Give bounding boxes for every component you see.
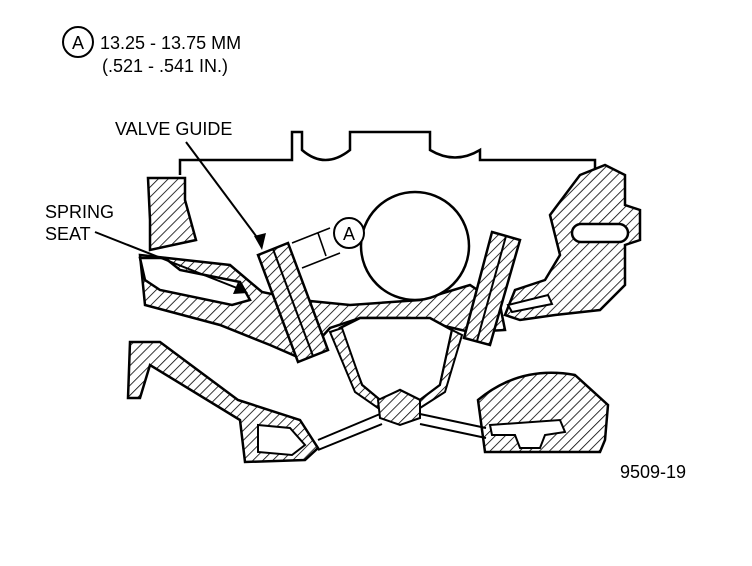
dimension-extension-top bbox=[291, 227, 331, 244]
legend-spec-in: (.521 - .541 IN.) bbox=[102, 56, 228, 76]
legend-marker-circle bbox=[62, 26, 94, 58]
web-junction bbox=[376, 388, 421, 427]
left-rail-upper bbox=[317, 413, 381, 441]
right-rail-lower bbox=[419, 423, 487, 439]
lower-casting bbox=[126, 340, 610, 464]
legend: A 13.25 - 13.75 MM (.521 - .541 IN.) bbox=[62, 26, 241, 76]
right-side-section bbox=[503, 163, 642, 322]
legend-marker-letter: A bbox=[72, 33, 84, 53]
intake-valve-guide-bore bbox=[272, 248, 314, 357]
spring-seat-label-line2: SEAT bbox=[45, 224, 91, 244]
dimension-marker-circle bbox=[333, 217, 365, 249]
spring-seat-arrowhead bbox=[233, 282, 248, 294]
left-wall-section bbox=[146, 176, 198, 252]
figure-number: 9509-19 bbox=[620, 462, 686, 482]
dimension-marker-letter: A bbox=[343, 224, 355, 244]
combustion-web bbox=[328, 316, 464, 427]
spring-seat-leader bbox=[94, 231, 243, 291]
valve-guide-leader bbox=[185, 141, 263, 245]
valve-guides bbox=[256, 230, 522, 364]
lower-right-slot bbox=[488, 418, 567, 449]
legend-spec-mm: 13.25 - 13.75 MM bbox=[100, 33, 241, 53]
right-rail-upper bbox=[419, 413, 487, 429]
callouts: VALVE GUIDE SPRING SEAT bbox=[45, 119, 266, 294]
valve-guide-label: VALVE GUIDE bbox=[115, 119, 232, 139]
lower-left-pocket bbox=[257, 423, 307, 457]
oil-passage bbox=[506, 293, 554, 314]
left-rail-lower bbox=[317, 423, 383, 451]
upper-casting bbox=[138, 130, 642, 360]
exhaust-valve-guide-bore bbox=[476, 235, 507, 342]
head-top-outline bbox=[178, 130, 597, 175]
dimension-a: A bbox=[291, 217, 365, 269]
exhaust-port-slot bbox=[570, 222, 630, 244]
dimension-line bbox=[317, 232, 327, 257]
valve-guide-arrowhead bbox=[254, 233, 266, 250]
spring-seat-label-line1: SPRING bbox=[45, 202, 114, 222]
dimension-extension-bottom bbox=[301, 252, 341, 269]
camshaft-bore bbox=[359, 190, 471, 302]
